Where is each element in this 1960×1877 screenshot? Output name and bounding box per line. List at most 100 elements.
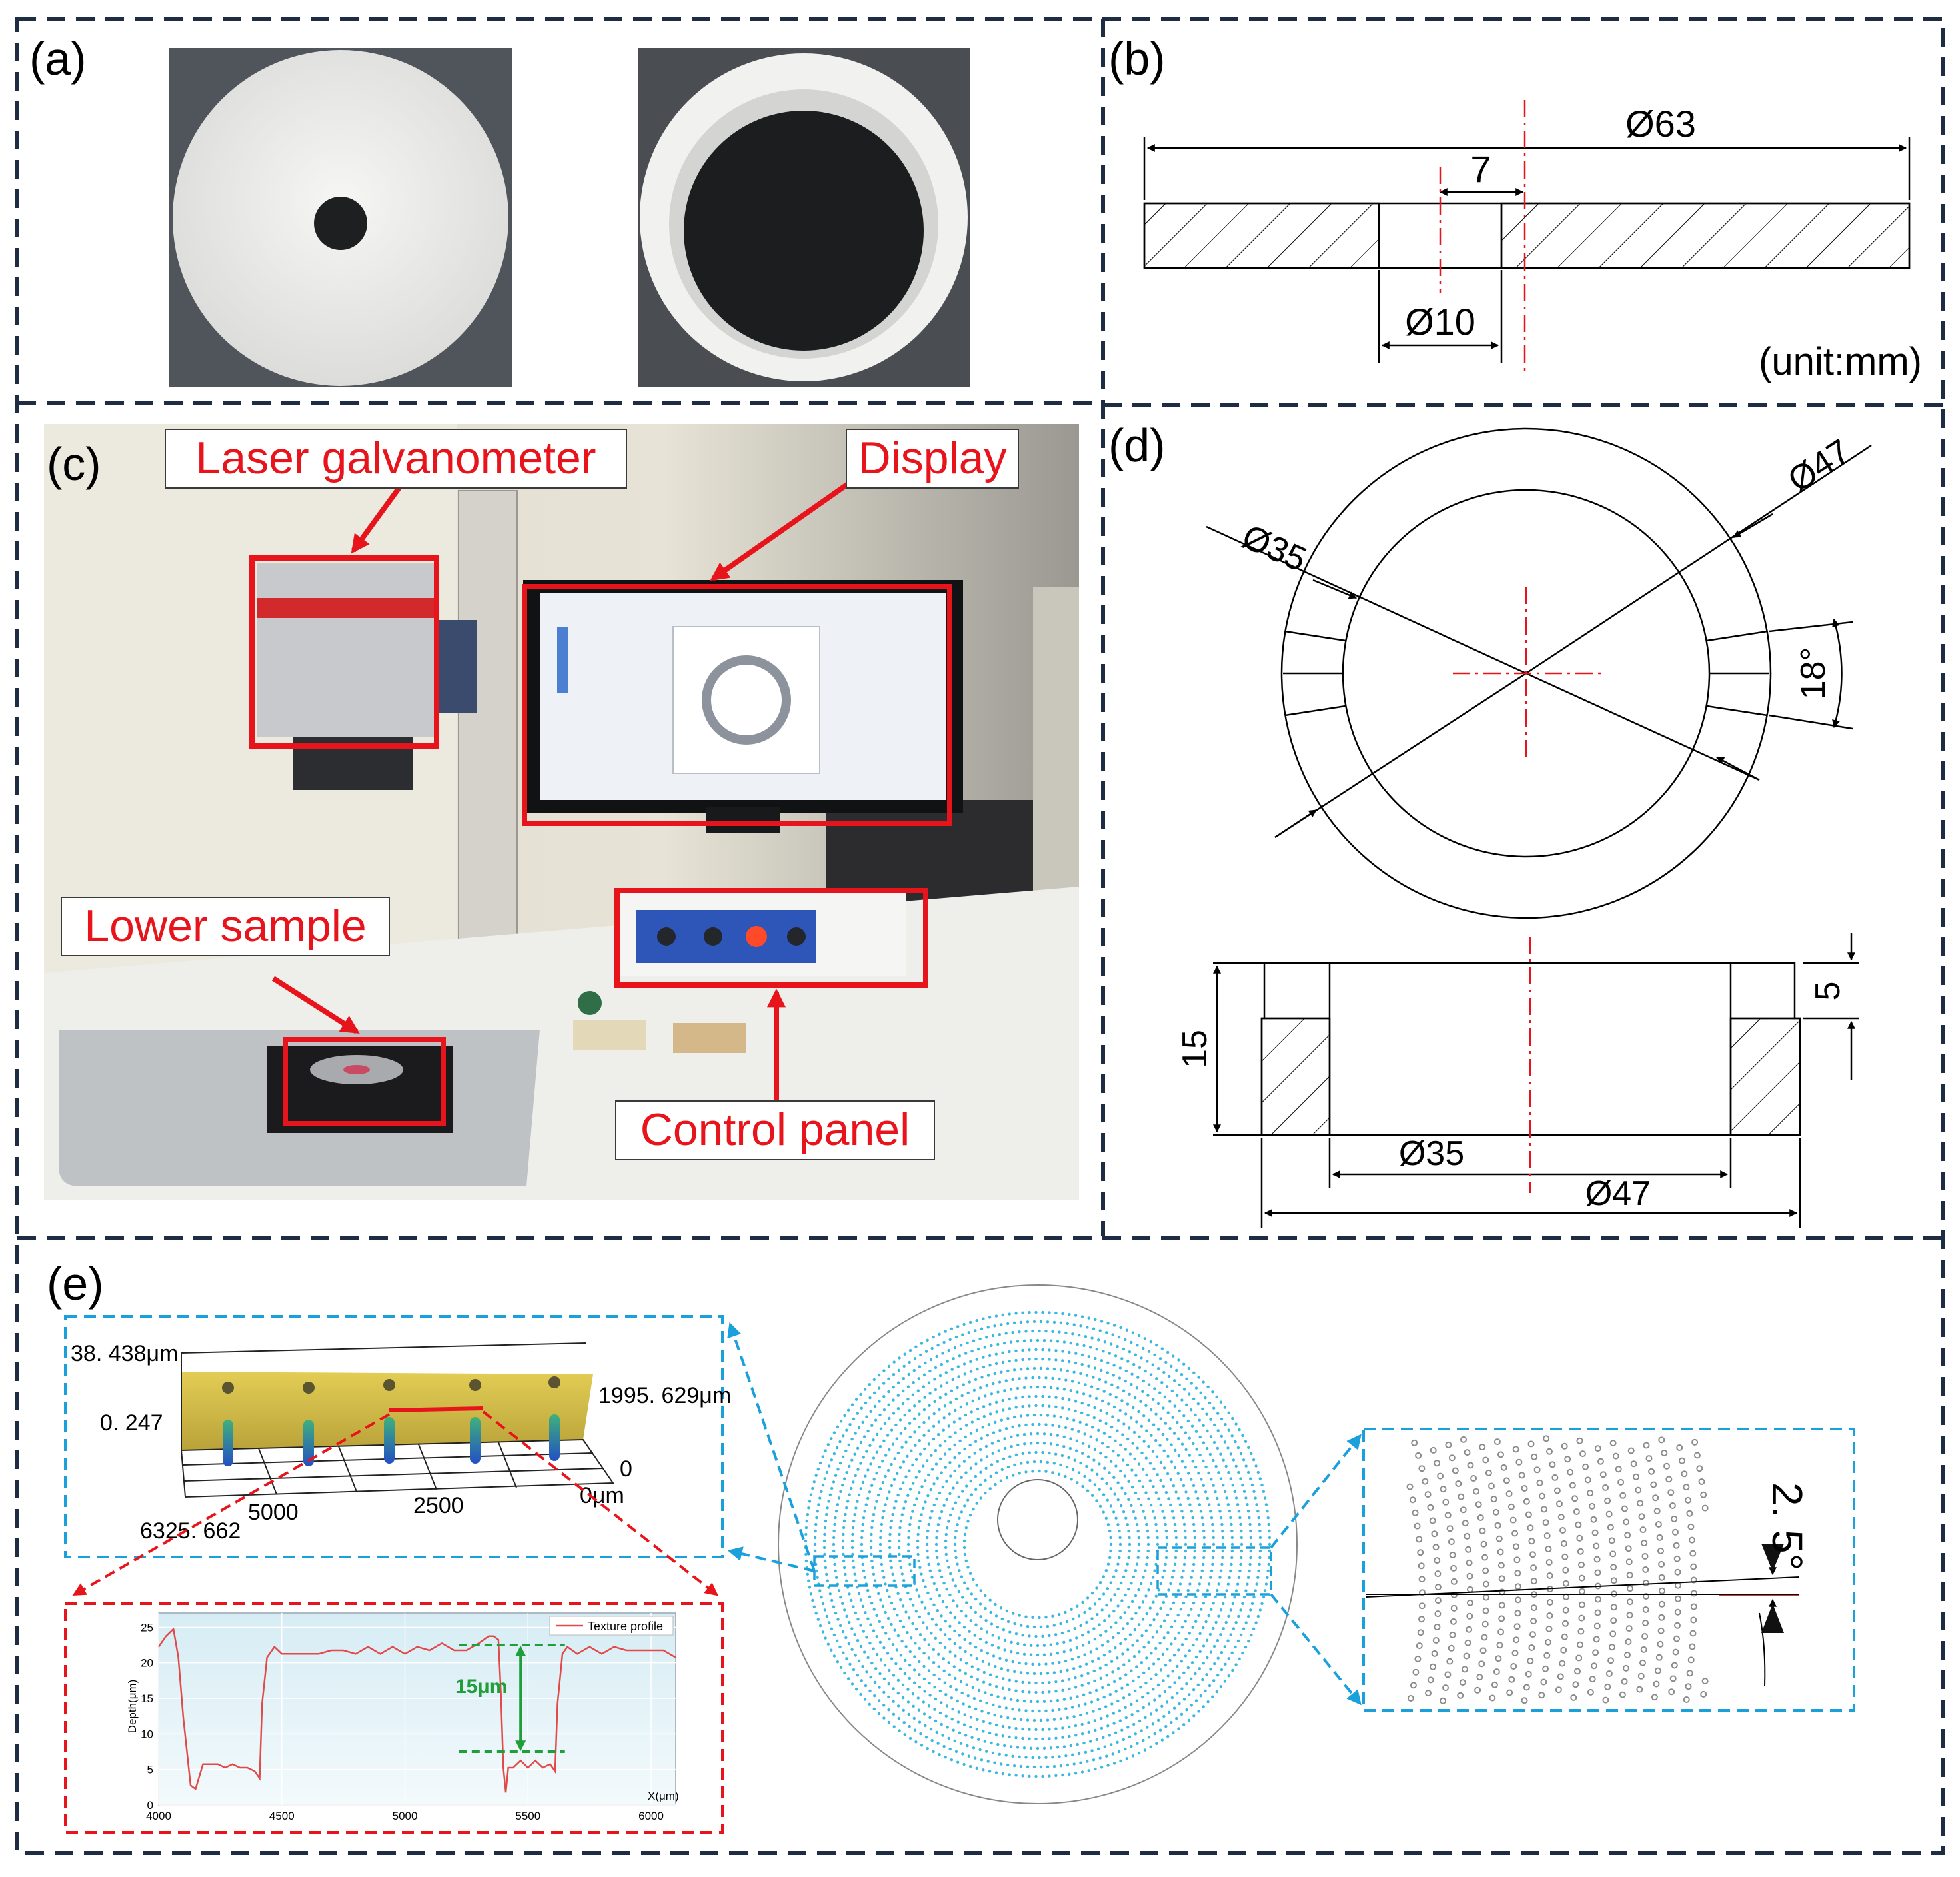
texture-dot bbox=[1195, 1448, 1198, 1451]
texture-dot bbox=[835, 1446, 839, 1450]
zoom-dot bbox=[1455, 1480, 1462, 1487]
zoom-dot bbox=[1608, 1644, 1615, 1651]
texture-dot bbox=[1024, 1470, 1028, 1474]
texture-dot bbox=[1219, 1516, 1223, 1520]
texture-dot bbox=[1144, 1594, 1148, 1598]
texture-dot bbox=[805, 1519, 809, 1523]
texture-dot bbox=[975, 1358, 979, 1361]
texture-dot bbox=[866, 1468, 870, 1472]
texture-dot bbox=[978, 1637, 982, 1641]
texture-dot bbox=[933, 1400, 936, 1403]
zoom-dot bbox=[1605, 1670, 1613, 1677]
texture-dot bbox=[1014, 1358, 1018, 1362]
texture-dot bbox=[1146, 1549, 1150, 1553]
texture-dot bbox=[1130, 1744, 1133, 1748]
texture-dot bbox=[1246, 1582, 1249, 1586]
texture-dot bbox=[836, 1468, 840, 1471]
zoom-dot bbox=[1577, 1548, 1584, 1555]
texture-dot bbox=[979, 1699, 982, 1702]
texture-dot bbox=[1193, 1542, 1197, 1546]
texture-dot bbox=[1190, 1510, 1193, 1513]
zoom-dot bbox=[1549, 1461, 1556, 1468]
texture-dot bbox=[1068, 1734, 1071, 1738]
profile-depth-label: 15μm bbox=[455, 1676, 507, 1698]
texture-dot bbox=[825, 1512, 828, 1516]
texture-dot bbox=[1100, 1644, 1104, 1647]
texture-dot bbox=[954, 1501, 958, 1504]
texture-dot bbox=[857, 1493, 861, 1497]
texture-dot bbox=[1044, 1662, 1048, 1666]
texture-dot bbox=[1041, 1774, 1044, 1778]
texture-dot bbox=[1087, 1355, 1091, 1358]
texture-dot bbox=[984, 1466, 988, 1470]
texture-dot bbox=[1074, 1772, 1078, 1775]
texture-dot bbox=[1137, 1334, 1141, 1338]
texture-dot bbox=[924, 1479, 927, 1482]
texture-dot bbox=[1126, 1648, 1130, 1652]
zoom-dot bbox=[1497, 1628, 1505, 1636]
zoom-dot bbox=[1543, 1532, 1551, 1540]
zoom-dot bbox=[1671, 1662, 1678, 1669]
texture-dot bbox=[1080, 1402, 1084, 1405]
texture-dot bbox=[918, 1615, 922, 1619]
texture-dot bbox=[1060, 1454, 1064, 1458]
texture-dot bbox=[1205, 1638, 1209, 1642]
texture-dot bbox=[978, 1448, 982, 1452]
texture-dot bbox=[1234, 1464, 1238, 1468]
texture-dot bbox=[911, 1393, 915, 1396]
texture-dot bbox=[994, 1614, 998, 1618]
texture-dot bbox=[1062, 1435, 1066, 1438]
texture-dot bbox=[1183, 1556, 1187, 1560]
texture-dot bbox=[1020, 1462, 1023, 1465]
texture-dot bbox=[1001, 1724, 1005, 1728]
texture-dot bbox=[1009, 1745, 1013, 1748]
texture-dot bbox=[1206, 1385, 1210, 1388]
ring-top-view bbox=[1206, 427, 1872, 919]
texture-dot bbox=[1255, 1582, 1258, 1586]
zoom-dot bbox=[1652, 1494, 1659, 1502]
zoom-dot bbox=[1527, 1440, 1535, 1448]
texture-dot bbox=[1085, 1712, 1089, 1715]
texture-dot bbox=[1180, 1712, 1184, 1716]
zoom-dot bbox=[1642, 1606, 1649, 1613]
zoom-dot bbox=[1658, 1574, 1665, 1581]
texture-dot bbox=[994, 1733, 998, 1736]
zoom-dot bbox=[1529, 1631, 1536, 1638]
texture-dot bbox=[1049, 1339, 1053, 1342]
texture-dot bbox=[1182, 1388, 1186, 1391]
zoom-dot bbox=[1701, 1678, 1709, 1685]
texture-dot bbox=[1163, 1690, 1167, 1694]
zoom-dot bbox=[1424, 1491, 1432, 1498]
texture-dot bbox=[1112, 1510, 1116, 1514]
texture-dot bbox=[1056, 1746, 1060, 1749]
texture-dot bbox=[845, 1428, 848, 1432]
texture-dot bbox=[937, 1665, 940, 1668]
texture-dot bbox=[1161, 1652, 1165, 1656]
texture-dot bbox=[1116, 1386, 1120, 1390]
texture-dot bbox=[851, 1552, 854, 1556]
zoom-dot bbox=[1490, 1496, 1497, 1503]
texture-dot bbox=[1177, 1358, 1180, 1362]
texture-dot bbox=[856, 1500, 859, 1503]
zoom-dot bbox=[1651, 1694, 1658, 1701]
texture-dot bbox=[1236, 1582, 1240, 1586]
texture-dot bbox=[967, 1754, 971, 1758]
texture-dot bbox=[1075, 1449, 1078, 1452]
texture-dot bbox=[898, 1667, 902, 1670]
texture-dot bbox=[943, 1633, 947, 1636]
texture-dot bbox=[944, 1392, 948, 1396]
texture-dot bbox=[1156, 1428, 1160, 1431]
panel-c: Laser galvanometer Display Lower sample … bbox=[44, 424, 1079, 1200]
texture-dot bbox=[1023, 1643, 1026, 1646]
label-display: Display bbox=[858, 433, 1007, 483]
texture-dot bbox=[1000, 1468, 1004, 1472]
texture-dot bbox=[892, 1398, 895, 1402]
zoom-dot bbox=[1623, 1518, 1630, 1526]
zoom-dot bbox=[1641, 1553, 1649, 1560]
texture-dot bbox=[954, 1688, 958, 1692]
texture-dot bbox=[886, 1652, 890, 1655]
texture-dot bbox=[1102, 1432, 1106, 1435]
texture-dot bbox=[1124, 1448, 1128, 1451]
texture-dot bbox=[950, 1718, 954, 1721]
zoom-dot bbox=[1434, 1597, 1442, 1604]
